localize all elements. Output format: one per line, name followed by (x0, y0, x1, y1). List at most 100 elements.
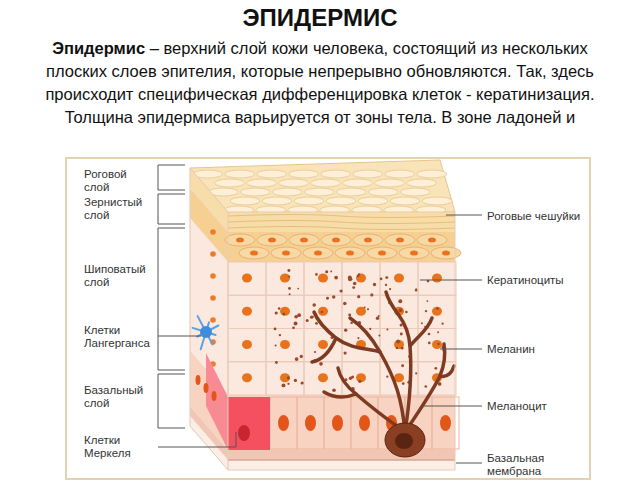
melanin-granule (300, 355, 303, 358)
cell-nucleus (428, 238, 436, 243)
melanin-granule (315, 322, 318, 325)
melanin-granule (289, 293, 291, 295)
melanin-granule (367, 308, 369, 310)
horny-scale (247, 179, 277, 187)
granular-cell (367, 247, 397, 259)
melanin-granule (421, 322, 423, 324)
melanin-granule (441, 323, 443, 325)
leader-line (446, 215, 482, 216)
melanin-granule (294, 379, 297, 382)
cell-nucleus (332, 415, 343, 431)
cell-nucleus (238, 425, 250, 441)
cell-nucleus (278, 415, 289, 431)
leader-line (420, 280, 482, 281)
cell-nucleus (210, 317, 216, 323)
melanin-granule (402, 382, 405, 385)
melanocyte-dendrite (350, 318, 405, 432)
horny-scale (407, 179, 437, 187)
horny-scale (400, 188, 430, 196)
cell-nucleus (378, 251, 386, 256)
melanin-granule (352, 286, 355, 289)
cell-nucleus (394, 274, 404, 283)
melanin-granule (357, 275, 360, 278)
horny-scale (422, 197, 452, 205)
bracket (158, 165, 185, 190)
melanin-granule (400, 332, 403, 335)
leader-line (423, 406, 482, 407)
layer-label: Меланоцит (487, 400, 582, 413)
melanin-granule (364, 306, 366, 308)
melanin-granule (275, 361, 278, 364)
cell-nucleus (280, 340, 290, 349)
keratinocyte (266, 362, 304, 395)
horny-scale (326, 197, 356, 205)
leader-lines (158, 165, 482, 463)
granular-cell (225, 234, 255, 246)
layer-band (228, 212, 455, 232)
melanin-granule (278, 307, 281, 310)
melanin-granule (437, 343, 440, 346)
cell-nucleus (280, 373, 290, 382)
melanin-granule (399, 308, 403, 312)
keratinocyte (418, 295, 456, 328)
melanin-granule (426, 300, 428, 302)
melanin-granule (287, 269, 290, 272)
horny-scale (279, 179, 309, 187)
layer-label: Роговые чешуйки (487, 210, 582, 223)
cell-nucleus (204, 383, 209, 393)
melanin-granule (369, 328, 371, 330)
cell-nucleus (300, 238, 308, 243)
layer-label: Меланин (487, 343, 582, 356)
horny-scale (336, 188, 366, 196)
cell-nucleus (442, 251, 450, 256)
melanocyte-dendrite (324, 392, 356, 397)
melanin-granule (315, 273, 318, 276)
cell-nucleus (395, 433, 413, 449)
granular-cell (321, 234, 351, 246)
melanin-granule (357, 337, 359, 339)
cell-nucleus (432, 274, 442, 283)
cell-nucleus (356, 274, 366, 283)
layer-band (228, 460, 455, 470)
melanin-granule (436, 307, 439, 310)
leader-line (158, 432, 236, 447)
cell-nucleus (210, 295, 216, 301)
block-outline (190, 168, 455, 470)
melanin-granule (424, 385, 427, 388)
melanin-granule (326, 297, 329, 300)
layer-label: Клетки Меркеля (84, 434, 154, 459)
cell-nucleus (210, 229, 216, 235)
leader-line (456, 463, 482, 464)
melanin-granule (358, 380, 361, 383)
melanin-granule (401, 346, 404, 349)
layer-label: Клетки Лангерганса (84, 324, 154, 349)
melanocyte-dendrite (386, 292, 398, 314)
melanocyte-dendrite (312, 338, 336, 362)
keratinocyte (228, 329, 266, 362)
keratinocyte (342, 362, 380, 395)
basal-cell (351, 397, 378, 449)
melanin-granule (294, 322, 298, 326)
keratinocyte (380, 262, 418, 295)
merkel-cell-side (206, 353, 228, 450)
horny-scale (257, 170, 287, 178)
cell-nucleus (268, 238, 276, 243)
keratinocyte (304, 362, 342, 395)
horny-line (228, 227, 455, 230)
cell-nucleus (242, 340, 252, 349)
cell-nucleus (210, 251, 216, 257)
horny-scale (390, 197, 420, 205)
top-surface (190, 160, 455, 212)
melanin-granule (275, 344, 277, 346)
keratinocyte (228, 362, 266, 395)
melanin-granule (386, 328, 388, 330)
leader-line (158, 336, 201, 337)
layer-label: Кератиноциты (487, 274, 587, 287)
melanin-granule (389, 288, 391, 290)
melanin-granule (295, 357, 299, 361)
melanin-granule (373, 283, 376, 286)
cell-nucleus (305, 415, 316, 431)
melanin-granule (332, 295, 335, 298)
melanin-granule (314, 351, 316, 353)
melanin-granule (398, 299, 402, 303)
